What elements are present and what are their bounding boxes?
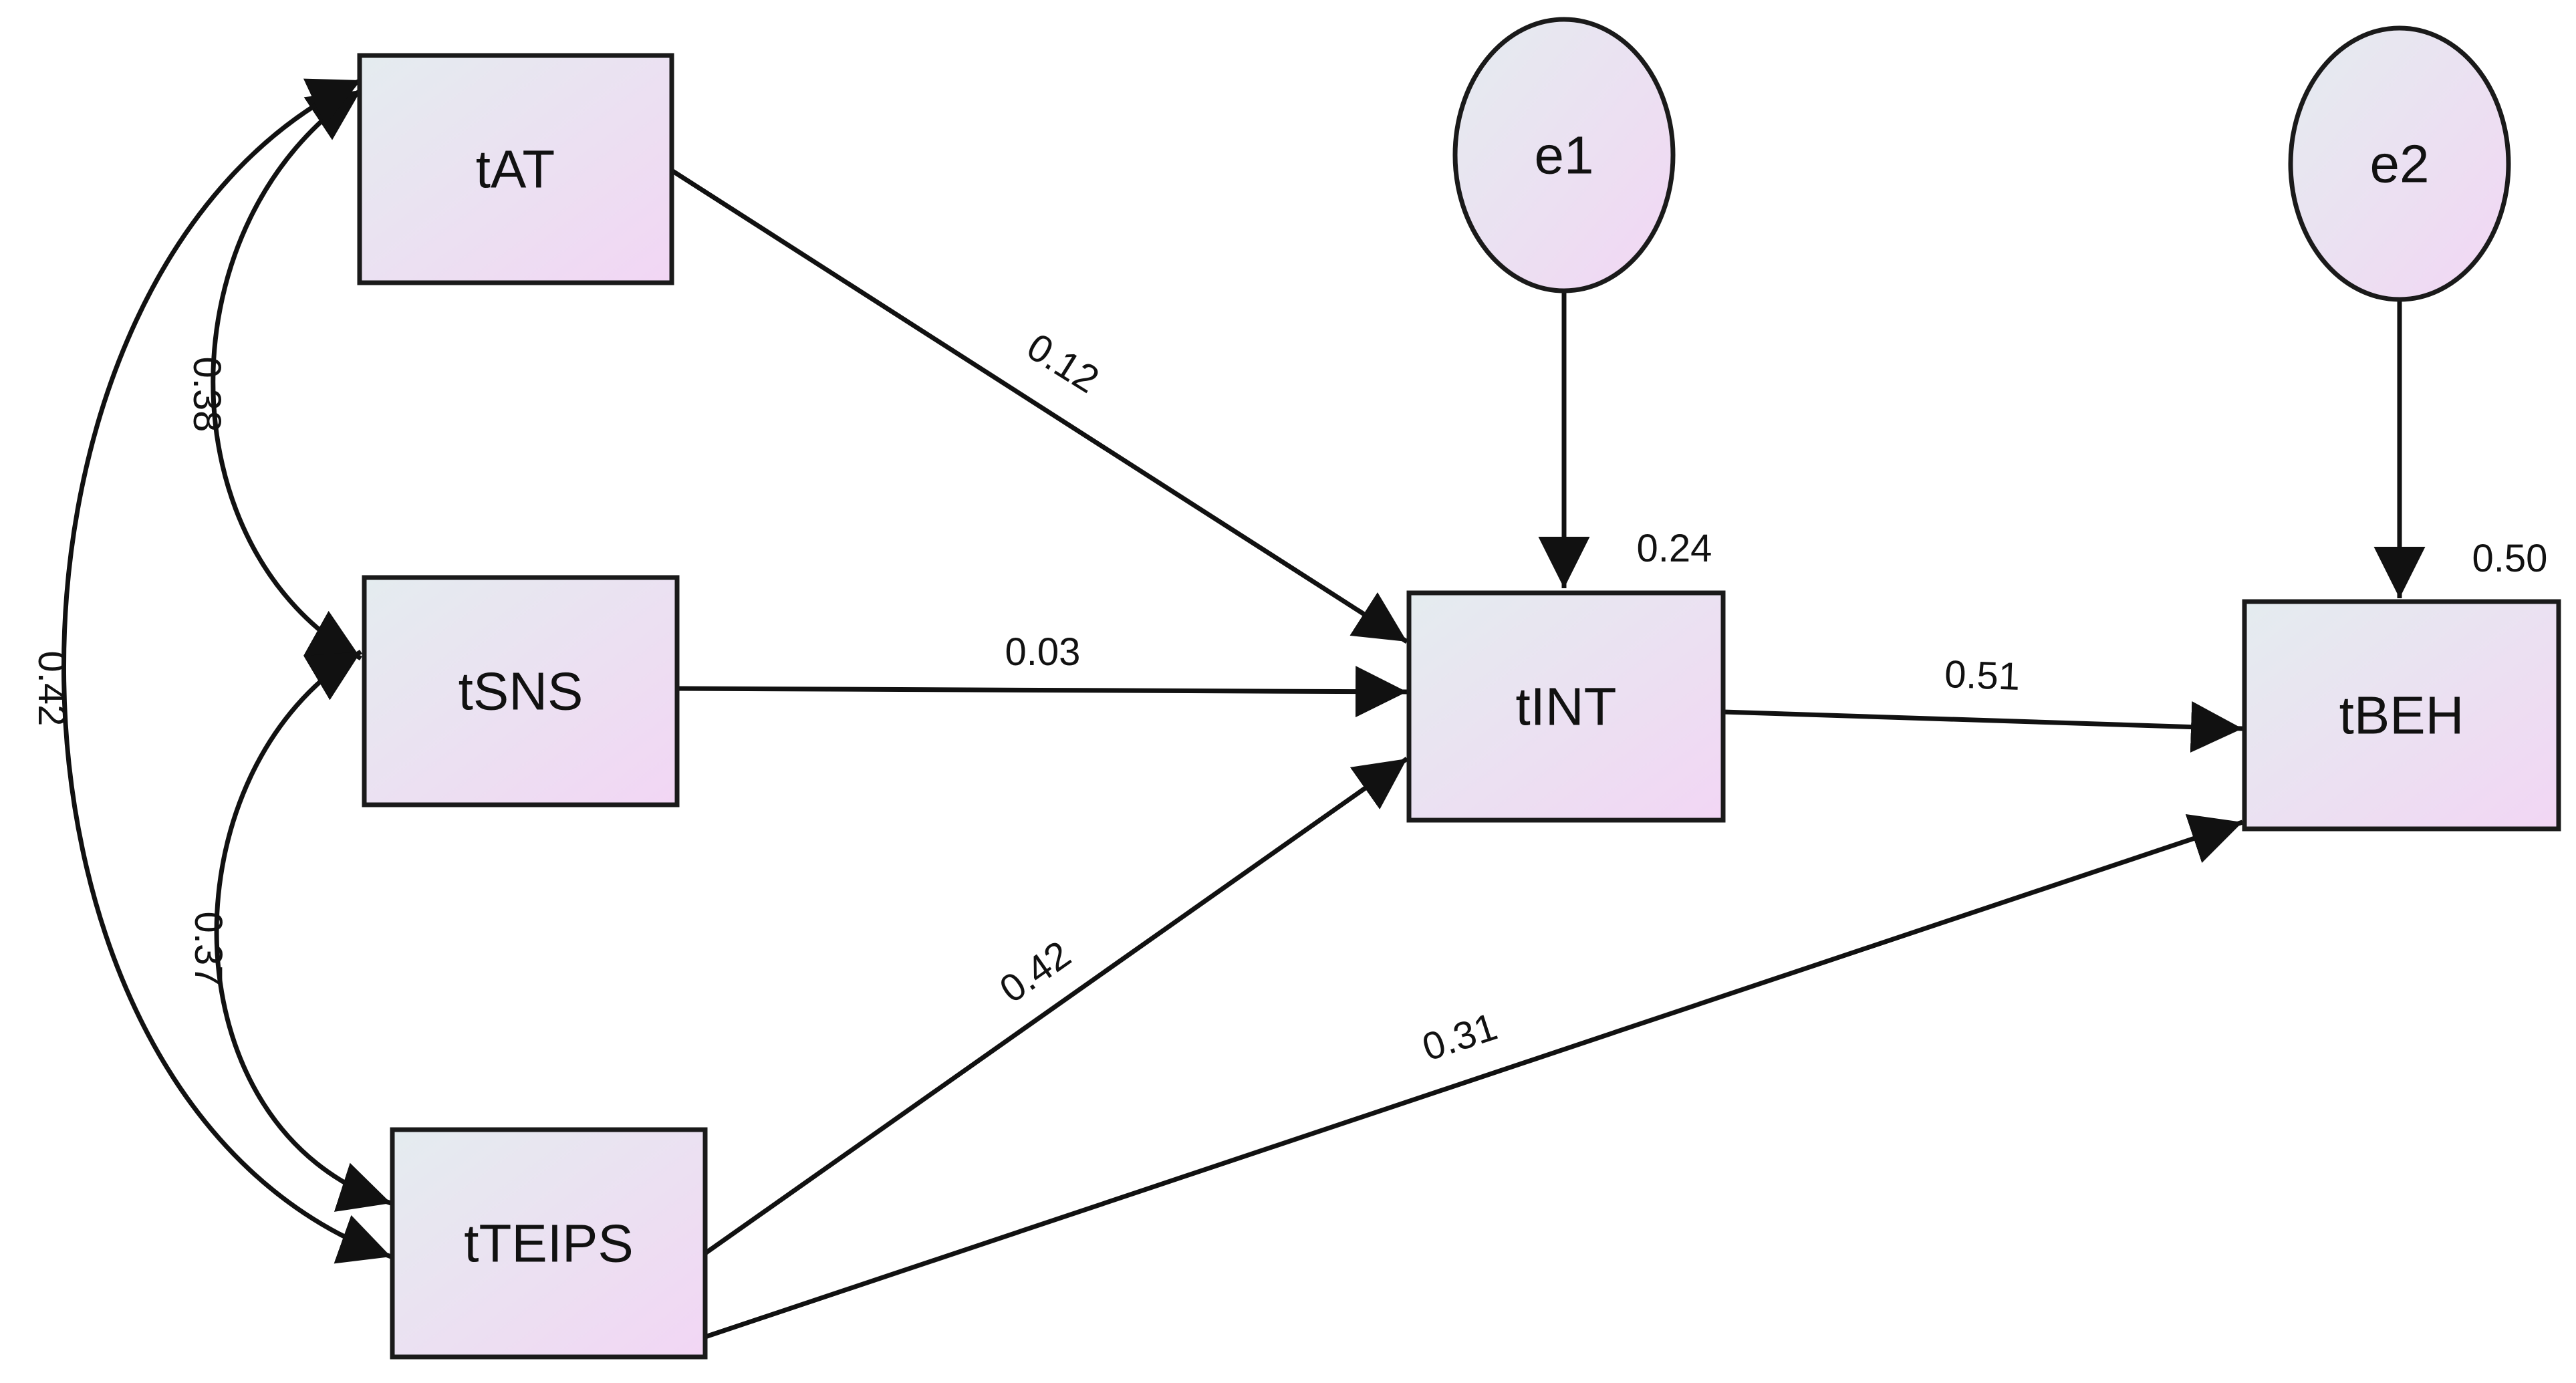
node-tat: tAT xyxy=(357,53,674,285)
node-label-e2: e2 xyxy=(2370,134,2430,194)
node-tint: tINT xyxy=(1406,590,1726,823)
r2-tbeh: 0.50 xyxy=(2472,537,2548,580)
node-tbeh: tBEH xyxy=(2242,599,2561,832)
covariance-arc-tat-tsns xyxy=(211,88,362,661)
path-tsns-tint xyxy=(676,666,1408,718)
node-label-e1: e1 xyxy=(1535,126,1594,185)
node-label-tsns: tSNS xyxy=(459,662,584,721)
path-tteips-tbeh xyxy=(704,813,2244,1340)
node-label-tat: tAT xyxy=(476,140,555,199)
path-tint-tbeh xyxy=(1722,701,2243,753)
coef-tteips-tbeh: 0.31 xyxy=(1417,1005,1502,1070)
covariance-arc-tat-tteips xyxy=(61,78,392,1264)
error-e1: e1 xyxy=(1452,17,1676,293)
coef-tint-tbeh: 0.51 xyxy=(1944,652,2021,699)
node-label-tint: tINT xyxy=(1515,677,1616,737)
node-tteips: tTEIPS xyxy=(390,1127,708,1360)
coef-tat-tint: 0.12 xyxy=(1019,325,1106,402)
coef-tsns-tint: 0.03 xyxy=(1005,630,1081,674)
error-e2: e2 xyxy=(2288,25,2511,302)
path-tat-tint xyxy=(670,168,1408,644)
node-label-tbeh: tBEH xyxy=(2339,686,2464,745)
node-label-tteips: tTEIPS xyxy=(464,1214,633,1273)
r2-tint: 0.24 xyxy=(1637,527,1712,570)
cov-tat-tsns: 0.38 xyxy=(185,357,229,432)
cov-tsns-tteips: 0.37 xyxy=(186,912,230,987)
node-tsns: tSNS xyxy=(362,575,680,807)
cov-tat-tteips: 0.42 xyxy=(30,651,74,727)
path-tteips-tint xyxy=(703,757,1409,1255)
